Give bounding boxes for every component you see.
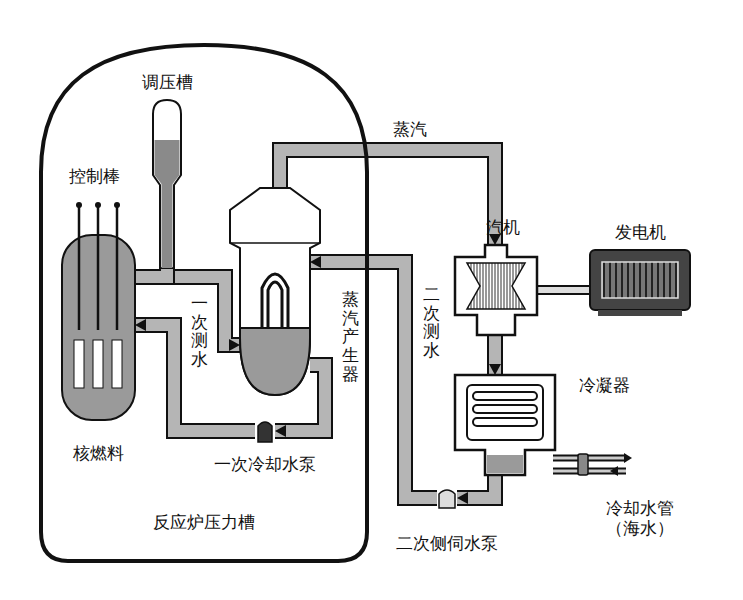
arrow-head <box>135 319 146 331</box>
hotwell-water <box>487 455 523 473</box>
turbine-blades <box>467 263 525 309</box>
tube-rows <box>473 392 537 426</box>
node-label: 核燃料 <box>73 443 124 463</box>
cooling-water-pipes <box>553 453 632 476</box>
pressurizer: 调压槽 <box>153 100 181 268</box>
generator: 发电机 <box>590 250 690 310</box>
pipe-connector <box>135 268 167 277</box>
control-rods <box>79 207 117 330</box>
primary-pump-shape <box>255 420 275 442</box>
arrow-head <box>229 339 240 351</box>
condenser: 冷凝器 <box>455 375 555 475</box>
node-label: 二次侧伺水泵 <box>396 533 498 553</box>
steam-generator: 蒸汽产生器 <box>240 188 310 395</box>
pipe-connector <box>310 256 437 498</box>
edge-label: 二次测水 <box>421 285 442 360</box>
pipe-stroke <box>135 268 167 277</box>
node-label: 汽机 <box>486 217 520 237</box>
pipe-stroke <box>457 475 495 498</box>
pipe-stroke <box>457 475 495 498</box>
generator-foot <box>598 310 682 316</box>
steam-drum-line <box>230 242 320 244</box>
node-label: 一次冷却水泵 <box>214 454 316 474</box>
feed-pump-shape <box>437 488 457 508</box>
edge-label: 蒸汽 <box>391 119 429 139</box>
generator-housing <box>590 250 690 310</box>
pressurizer-body <box>153 100 181 268</box>
reactor-core: 核燃料 <box>62 235 135 420</box>
turbine: 汽机 <box>455 245 537 335</box>
generator-shape <box>590 250 690 310</box>
u-tubes <box>262 274 288 328</box>
part-label: 冷却水管 （海水） <box>600 498 680 539</box>
pipe-stroke <box>135 277 240 345</box>
pipe-stroke <box>310 262 437 498</box>
primary-pump: 一次冷却水泵 <box>255 420 275 442</box>
fuel-rod <box>93 340 103 388</box>
node-label: 反应炉压力槽 <box>153 512 255 532</box>
containment-outline <box>41 45 367 561</box>
steam-generator-bowl <box>240 328 310 395</box>
pipe-stroke <box>310 262 437 498</box>
fuel-rod <box>74 340 84 388</box>
pipe-stroke <box>135 268 167 277</box>
control-rod-tips <box>76 202 120 208</box>
part-label: 一次测水 <box>191 294 208 369</box>
shaft-connector <box>537 290 590 291</box>
reactor-core-shape <box>62 235 135 420</box>
pressurizer-shape <box>153 100 181 268</box>
steam-generator-shell <box>230 188 320 395</box>
pipe-stroke <box>135 277 240 345</box>
arrow-head <box>310 256 321 268</box>
arrow-head <box>457 492 468 504</box>
node-label: 冷凝器 <box>579 375 630 395</box>
condenser-shape <box>455 375 555 475</box>
part-label: 控制棒 <box>69 166 120 186</box>
pressurizer-liquid <box>155 140 180 268</box>
node-label: 蒸汽产生器 <box>342 290 359 383</box>
steam-generator-shape <box>240 188 310 395</box>
arrow-head <box>489 364 501 375</box>
generator-core <box>602 262 678 298</box>
pipe-stroke <box>489 335 501 375</box>
arrow-head <box>275 425 286 437</box>
tube-bundle <box>467 385 543 440</box>
feed-pump: 二次侧伺水泵 <box>437 488 457 508</box>
node-label: 调压槽 <box>142 72 193 92</box>
turbine-shape <box>455 245 537 335</box>
pump-body <box>439 490 455 508</box>
pump-body <box>258 422 272 442</box>
pipe-stroke <box>537 287 590 293</box>
fuel-rod <box>112 340 122 388</box>
turbine-casing <box>455 245 537 335</box>
pipe-stroke <box>537 285 590 295</box>
condenser-shell <box>455 375 555 475</box>
node-label: 发电机 <box>615 222 666 242</box>
pipe-connector <box>457 475 495 504</box>
pipe-connector <box>489 335 501 375</box>
pipe-connector <box>135 277 240 351</box>
pipe-stroke <box>487 335 503 375</box>
